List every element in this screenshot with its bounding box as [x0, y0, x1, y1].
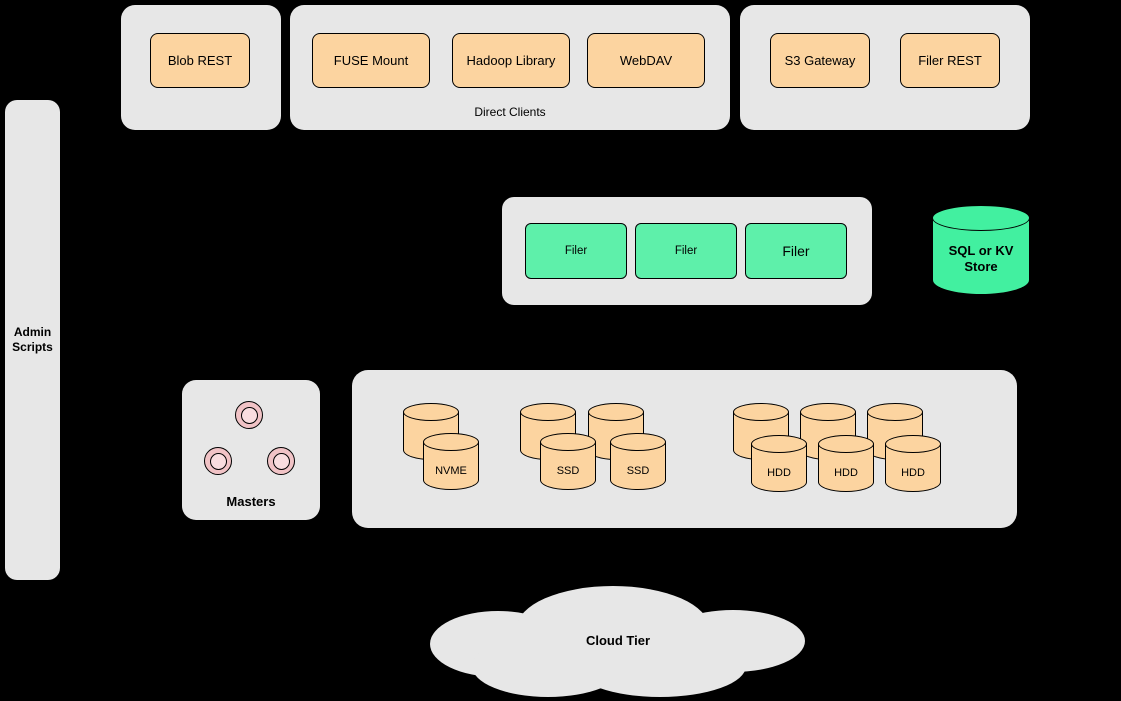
hdd-disk-label: HDD	[901, 466, 925, 479]
master-node-circle	[267, 447, 295, 475]
ssd-disk-cylinder: SSD	[540, 433, 596, 490]
hadoop-library-label: Hadoop Library	[466, 53, 556, 68]
masters-caption: Masters	[226, 494, 276, 509]
hdd-disk-label: HDD	[834, 466, 858, 479]
masters-panel: Masters	[182, 380, 320, 520]
s3-gateway-node: S3 Gateway	[770, 33, 870, 88]
master-node-circle	[235, 401, 263, 429]
filer-label: Filer	[782, 243, 810, 259]
gateway-panel: S3 Gateway Filer REST	[740, 5, 1030, 130]
filer-node: Filer	[525, 223, 627, 279]
hdd-disk-cylinder: HDD	[885, 435, 941, 492]
ssd-disk-cylinder: SSD	[610, 433, 666, 490]
admin-scripts-bar: Admin Scripts	[5, 100, 60, 580]
blob-rest-label: Blob REST	[167, 53, 233, 68]
filer-label: Filer	[674, 245, 698, 257]
cloud-icon	[430, 586, 805, 697]
fuse-mount-node: FUSE Mount	[312, 33, 430, 88]
nvme-disk-label: NVME	[435, 464, 467, 477]
filer-rest-label: Filer REST	[918, 53, 982, 68]
fuse-mount-label: FUSE Mount	[333, 53, 409, 68]
direct-clients-caption: Direct Clients	[474, 105, 546, 119]
cloud-tier-label: Cloud Tier	[585, 633, 651, 648]
hdd-disk-cylinder: HDD	[751, 435, 807, 492]
admin-scripts-label: Admin Scripts	[12, 325, 53, 354]
filer-label: Filer	[564, 245, 588, 257]
master-node-inner-circle	[209, 452, 227, 470]
filer-node: Filer	[635, 223, 737, 279]
ssd-disk-label: SSD	[626, 464, 650, 477]
filer-node: Filer	[745, 223, 847, 279]
direct-clients-panel: FUSE Mount Hadoop Library WebDAV Direct …	[290, 5, 730, 130]
filer-rest-node: Filer REST	[900, 33, 1000, 88]
blob-rest-node: Blob REST	[150, 33, 250, 88]
sql-kv-store-cylinder: SQL or KV Store	[932, 205, 1030, 295]
ssd-disk-label: SSD	[556, 464, 580, 477]
s3-gateway-label: S3 Gateway	[784, 53, 856, 68]
sql-kv-store-label: SQL or KV Store	[948, 242, 1014, 274]
master-node-inner-circle	[240, 406, 258, 424]
webdav-label: WebDAV	[619, 53, 673, 68]
webdav-node: WebDAV	[587, 33, 705, 88]
blob-client-panel: Blob REST	[121, 5, 281, 130]
volume-servers-panel: NVME SSD SSD HDD HDD HDD	[352, 370, 1017, 528]
filer-panel: Filer Filer Filer	[502, 197, 872, 305]
hadoop-library-node: Hadoop Library	[452, 33, 570, 88]
master-node-circle	[204, 447, 232, 475]
cloud-tier-shape: Cloud Tier	[428, 584, 808, 700]
nvme-disk-cylinder: NVME	[423, 433, 479, 490]
master-node-inner-circle	[272, 452, 290, 470]
hdd-disk-cylinder: HDD	[818, 435, 874, 492]
hdd-disk-label: HDD	[767, 466, 791, 479]
